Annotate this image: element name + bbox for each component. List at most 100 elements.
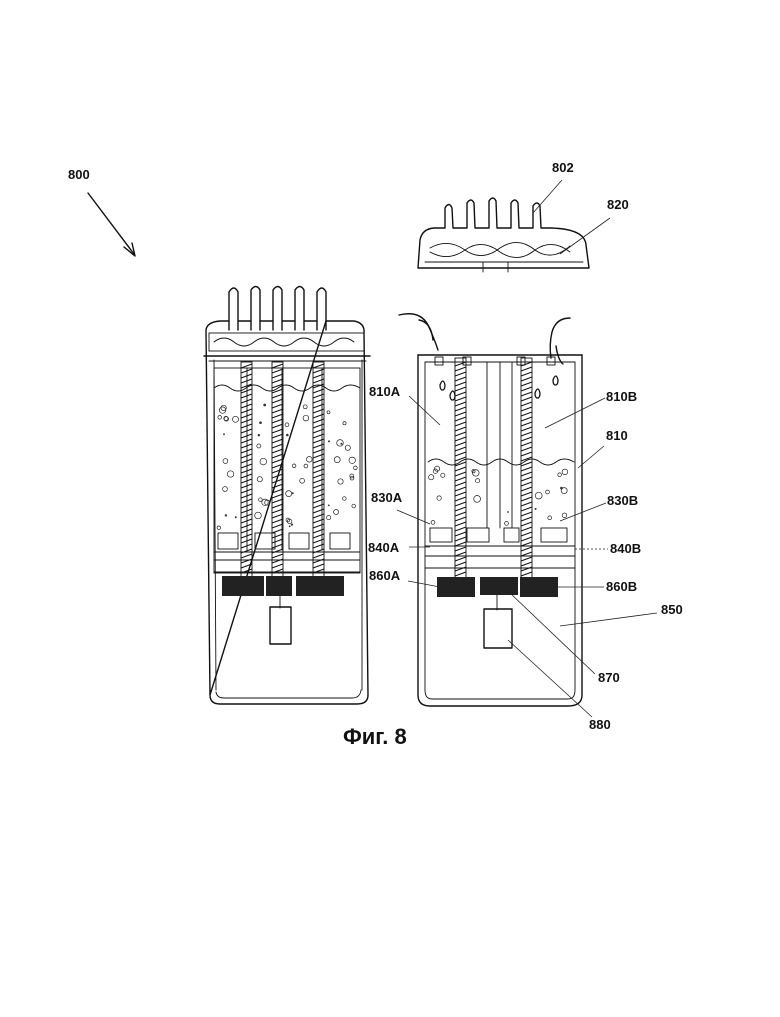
foam-bubble: [474, 496, 481, 503]
thread-hatch: [521, 502, 532, 506]
thread-hatch: [455, 537, 466, 541]
thread-hatch: [241, 524, 252, 528]
pour-stream-right: [550, 318, 570, 358]
thread-hatch: [272, 404, 283, 408]
foam-bubble: [303, 415, 309, 421]
thread-hatch: [521, 517, 532, 521]
thread-hatch: [521, 492, 532, 496]
foam-bubble: [349, 457, 355, 463]
leader-830B: [560, 503, 606, 521]
drop-1: [440, 381, 445, 390]
thread-hatch: [272, 419, 283, 423]
left-piston-4: [330, 533, 350, 549]
foam-bubble: [352, 504, 356, 508]
thread-hatch: [521, 522, 532, 526]
foam-bubble: [257, 444, 261, 448]
foam-bubble: [507, 511, 509, 513]
foam-bubble: [327, 516, 331, 520]
thread-hatch: [241, 474, 252, 478]
thread-hatch: [455, 482, 466, 486]
thread-hatch: [272, 444, 283, 448]
thread-hatch: [455, 477, 466, 481]
drop-3: [553, 376, 558, 385]
thread-hatch: [455, 492, 466, 496]
thread-hatch: [455, 522, 466, 526]
thread-hatch: [455, 387, 466, 391]
foam-bubble: [343, 497, 347, 501]
label-880: 880: [589, 717, 611, 732]
thread-hatch: [455, 377, 466, 381]
label-840B: 840B: [610, 541, 641, 556]
thread-hatch: [455, 382, 466, 386]
label-860B: 860B: [606, 579, 637, 594]
thread-hatch: [241, 419, 252, 423]
thread-hatch: [241, 554, 252, 558]
thread-hatch: [455, 542, 466, 546]
thread-hatch: [455, 557, 466, 561]
thread-hatch: [455, 532, 466, 536]
right-device: [399, 314, 582, 706]
right-motor: [484, 609, 512, 648]
thread-hatch: [455, 427, 466, 431]
left-housing: [206, 321, 368, 704]
thread-hatch: [272, 414, 283, 418]
foam-bubble: [300, 478, 305, 483]
thread-hatch: [272, 394, 283, 398]
thread-hatch: [272, 539, 283, 543]
thread-hatch: [272, 369, 283, 373]
foam-bubble: [437, 496, 441, 500]
leader-802: [533, 180, 562, 213]
thread-hatch: [455, 472, 466, 476]
thread-hatch: [455, 547, 466, 551]
foam-bubble: [328, 440, 330, 442]
thread-hatch: [241, 519, 252, 523]
thread-hatch: [521, 572, 532, 576]
thread-hatch: [241, 544, 252, 548]
thread-hatch: [521, 477, 532, 481]
foam-bubble: [334, 457, 340, 463]
thread-hatch: [455, 407, 466, 411]
thread-hatch: [241, 494, 252, 498]
foam-bubble: [223, 433, 225, 435]
foam-bubble: [292, 464, 296, 468]
thread-hatch: [272, 454, 283, 458]
thread-hatch: [272, 429, 283, 433]
label-870: 870: [598, 670, 620, 685]
thread-hatch: [241, 429, 252, 433]
foam-bubble: [217, 526, 220, 529]
right-labels: 810A 810B 810 830A 830B 840A 840B 860A 8…: [368, 384, 683, 732]
thread-hatch: [521, 557, 532, 561]
thread-hatch: [521, 372, 532, 376]
thread-hatch: [455, 457, 466, 461]
thread-hatch: [521, 552, 532, 556]
thread-hatch: [241, 504, 252, 508]
drop-2: [450, 391, 455, 400]
thread-hatch: [241, 514, 252, 518]
foam-bubble: [291, 524, 293, 526]
thread-hatch: [272, 554, 283, 558]
foam-bubble: [343, 422, 346, 425]
thread-hatch: [455, 487, 466, 491]
thread-hatch: [241, 454, 252, 458]
foam-bubble: [345, 445, 350, 450]
thread-hatch: [455, 402, 466, 406]
foam-bubble: [476, 479, 480, 483]
right-top-cap-1: [435, 357, 443, 365]
foam-bubble: [505, 522, 509, 526]
thread-hatch: [521, 482, 532, 486]
thread-hatch: [521, 447, 532, 451]
thread-hatch: [272, 379, 283, 383]
left-gear-1: [222, 576, 264, 596]
foam-bubble: [535, 492, 542, 499]
left-chamber: [214, 368, 360, 573]
thread-hatch: [272, 504, 283, 508]
thread-hatch: [455, 497, 466, 501]
foam-bubble: [221, 405, 226, 410]
left-piston-3: [289, 533, 309, 549]
foam-bubble: [259, 421, 262, 424]
left-gears: [222, 576, 344, 596]
thread-hatch: [241, 374, 252, 378]
thread-hatch: [521, 427, 532, 431]
thread-hatch: [241, 464, 252, 468]
left-motor: [270, 607, 291, 644]
